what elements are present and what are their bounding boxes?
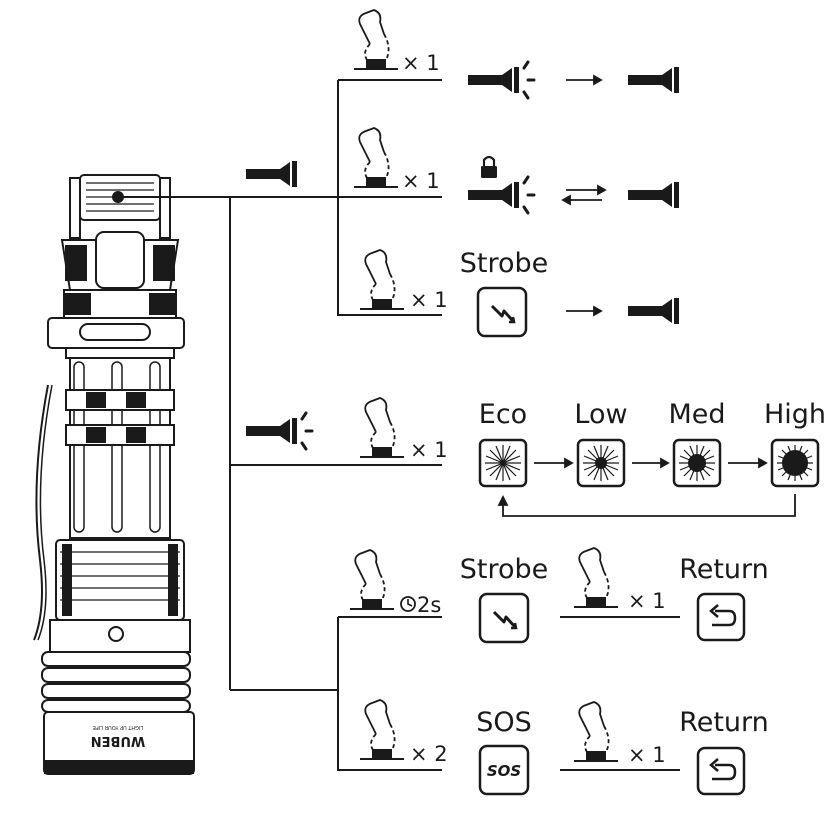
hold-duration-label: 2s xyxy=(417,593,441,617)
press-icon xyxy=(359,397,405,458)
row-lockout: × 1 xyxy=(353,127,679,215)
strobe-label: Strobe xyxy=(460,248,549,279)
lock-icon xyxy=(481,155,497,178)
low-icon xyxy=(576,438,626,488)
low-label: Low xyxy=(574,399,627,430)
toggle-arrows-icon xyxy=(561,184,607,206)
count-label: × 1 xyxy=(410,288,448,312)
high-icon xyxy=(770,438,820,488)
sos-label: SOS xyxy=(476,707,532,738)
count-label: × 1 xyxy=(410,438,448,462)
clock-icon xyxy=(400,596,416,612)
row-sos: × 2 SOS SOS × 1 Return xyxy=(359,699,769,796)
sos-icon: SOS xyxy=(478,744,530,796)
count-label: × 1 xyxy=(628,589,666,613)
press-icon xyxy=(573,547,619,608)
eco-label: Eco xyxy=(479,399,527,430)
count-label: × 1 xyxy=(402,169,440,193)
row-hold-strobe: 2s Strobe × 1 Return xyxy=(349,547,769,644)
press-icon xyxy=(359,249,405,310)
press-icon xyxy=(353,127,399,188)
row-brightness-cycle: × 1 Eco Low Med High xyxy=(359,397,826,517)
flashlight-illustration: WUBEN LIGHT UP YOUR LIFE xyxy=(33,174,195,775)
eco-icon xyxy=(478,438,528,488)
strobe-label: Strobe xyxy=(460,554,549,585)
torch-off-icon xyxy=(628,298,679,324)
torch-on-icon xyxy=(244,411,314,451)
press-icon xyxy=(359,699,405,760)
med-icon xyxy=(672,438,722,488)
torch-off-icon xyxy=(628,182,679,208)
sos-icon-text: SOS xyxy=(487,762,521,780)
brand-tagline: LIGHT UP YOUR LIFE xyxy=(93,724,144,730)
torch-off-icon xyxy=(246,161,297,187)
med-label: Med xyxy=(668,399,725,430)
row-click-off: × 1 xyxy=(353,9,679,100)
cycle-arrows-icon xyxy=(497,457,796,517)
torch-off-icon xyxy=(628,67,679,93)
arrow-right-icon xyxy=(566,74,603,86)
return-label: Return xyxy=(679,707,769,738)
strobe-icon xyxy=(478,592,530,644)
press-icon xyxy=(353,9,399,70)
count-label: × 1 xyxy=(402,51,440,75)
high-label: High xyxy=(764,399,826,430)
torch-on-icon xyxy=(466,175,536,215)
brand-logo: WUBEN xyxy=(91,733,146,748)
press-icon xyxy=(573,701,619,762)
return-icon xyxy=(696,746,746,796)
count-label: × 2 xyxy=(410,742,448,766)
return-icon xyxy=(696,592,746,642)
row-strobe-click: × 1 Strobe xyxy=(359,248,679,338)
count-label: × 1 xyxy=(628,743,666,767)
flow-lines xyxy=(118,79,680,771)
return-label: Return xyxy=(679,554,769,585)
torch-on-icon xyxy=(466,60,536,100)
strobe-icon xyxy=(476,286,528,338)
arrow-right-icon xyxy=(566,305,603,317)
press-icon xyxy=(349,549,395,610)
